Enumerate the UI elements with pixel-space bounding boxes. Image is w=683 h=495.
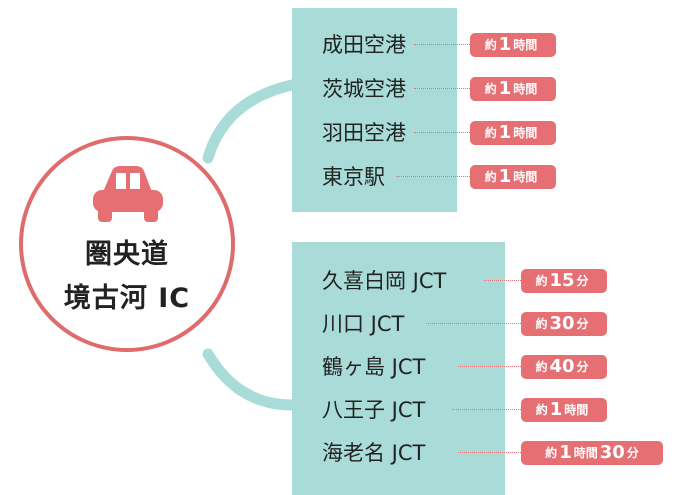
badge-prefix: 約 [484, 82, 497, 96]
dotted-leader [414, 44, 470, 45]
badge-unit1: 分 [576, 317, 589, 331]
dotted-leader [426, 323, 521, 324]
badge-unit1: 時間 [513, 126, 538, 140]
badge-unit1: 時間 [513, 82, 538, 96]
badge-prefix: 約 [535, 360, 548, 374]
dotted-leader [484, 280, 521, 281]
badge-num1: 1 [498, 34, 512, 55]
badge-num1: 1 [498, 78, 512, 99]
badge-prefix: 約 [484, 170, 497, 184]
car-icon [93, 166, 163, 222]
destination-name: 八王子 JCT [322, 398, 426, 422]
hub-title-line2: 境古河 IC [63, 283, 191, 314]
badge-num1: 40 [549, 356, 575, 377]
destination-name: 東京駅 [322, 165, 385, 189]
dotted-leader [414, 88, 470, 89]
badge-num1: 1 [498, 122, 512, 143]
destination-name: 羽田空港 [322, 121, 406, 145]
dotted-leader [396, 176, 470, 177]
badge-num1: 1 [498, 166, 512, 187]
destination-name: 成田空港 [322, 33, 406, 57]
destination-name: 久喜白岡 JCT [322, 269, 447, 293]
airports-panel [292, 8, 457, 212]
badge-unit1: 時間 [573, 446, 598, 460]
dotted-leader [452, 409, 521, 410]
origin-hub-circle: 圏央道 境古河 IC [19, 136, 235, 352]
badge-num1: 1 [559, 442, 572, 463]
hub-title-line1: 圏央道 [85, 239, 169, 270]
badge-prefix: 約 [535, 317, 548, 331]
badge-num1: 15 [549, 270, 575, 291]
badge-unit1: 時間 [513, 170, 538, 184]
destination-name: 川口 JCT [322, 312, 405, 336]
badge-unit1: 時間 [564, 403, 589, 417]
destination-name: 鶴ヶ島 JCT [322, 355, 426, 379]
badge-prefix: 約 [535, 403, 548, 417]
badge-prefix: 約 [545, 446, 558, 460]
badge-num1: 30 [549, 313, 575, 334]
connector-arc-bottom [202, 348, 298, 411]
badge-num1: 1 [549, 399, 563, 420]
badge-unit1: 分 [576, 360, 589, 374]
badge-prefix: 約 [484, 38, 497, 52]
badge-prefix: 約 [535, 274, 548, 288]
dotted-leader [458, 366, 521, 367]
badge-unit1: 分 [576, 274, 589, 288]
badge-num2: 30 [599, 442, 625, 463]
destination-name: 茨城空港 [322, 77, 406, 101]
badge-unit2: 分 [626, 446, 639, 460]
connector-arc-top [202, 79, 298, 164]
dotted-leader [458, 452, 521, 453]
badge-unit1: 時間 [513, 38, 538, 52]
badge-prefix: 約 [484, 126, 497, 140]
dotted-leader [414, 132, 470, 133]
destination-name: 海老名 JCT [322, 441, 426, 465]
